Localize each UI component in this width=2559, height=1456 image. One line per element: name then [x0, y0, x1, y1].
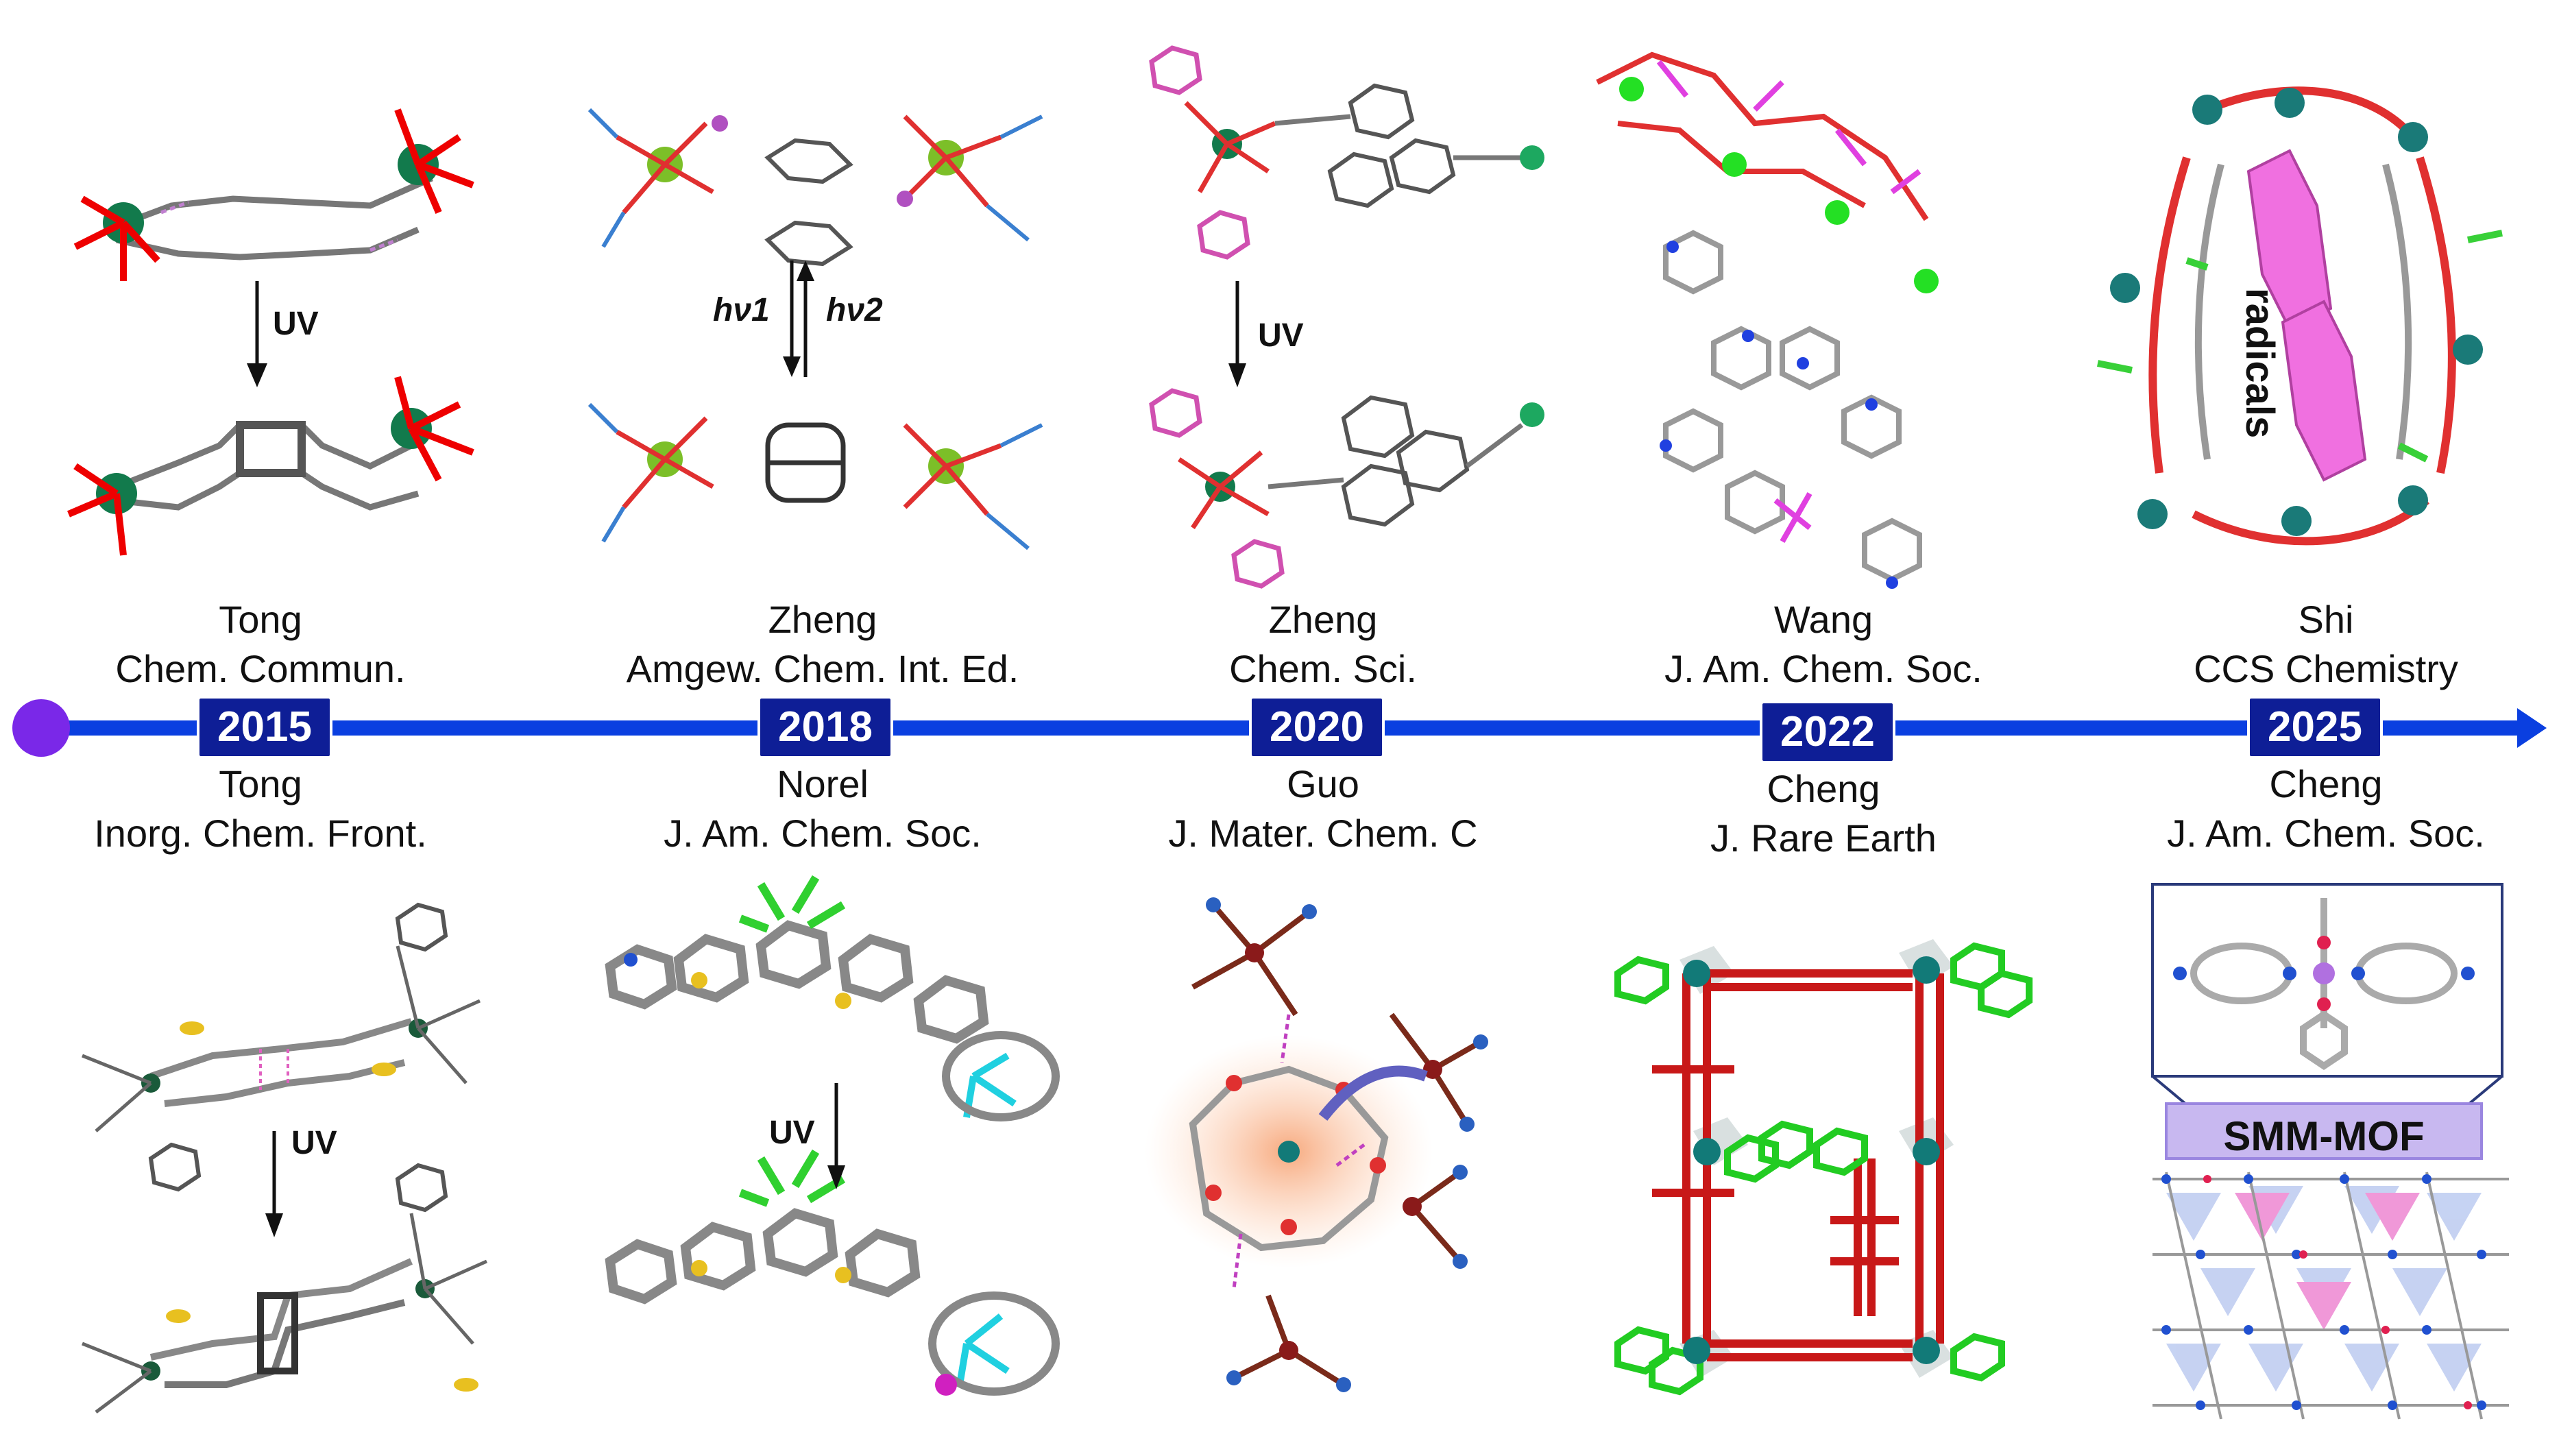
author-name: Tong [219, 598, 302, 641]
journal-name: Inorg. Chem. Front. [94, 812, 427, 855]
caption-top-2022: Wang J. Am. Chem. Soc. [1529, 595, 2118, 694]
uv-arrow-icon [783, 260, 814, 377]
caption-bottom-2025: Cheng J. Am. Chem. Soc. [2031, 760, 2559, 858]
journal-name: J. Am. Chem. Soc. [664, 812, 982, 855]
crystal-structure-zheng-2018-top [587, 108, 1043, 550]
year-badge-2022: 2022 [1760, 701, 1895, 764]
journal-name: CCS Chemistry [2194, 647, 2458, 690]
uv-arrow-icon [265, 1131, 283, 1237]
molecular-structure-icon [605, 875, 1060, 1121]
uv-label: UV [291, 1125, 337, 1161]
caption-top-2018: Zheng Amgew. Chem. Int. Ed. [528, 595, 1117, 694]
molecular-structure-icon [1149, 45, 1544, 260]
journal-name: Chem. Sci. [1229, 647, 1417, 690]
hv2-label: hν2 [826, 292, 883, 328]
year-badge-2015: 2015 [197, 696, 332, 759]
journal-name: Chem. Commun. [115, 647, 406, 690]
author-name: Tong [219, 762, 302, 805]
caption-bottom-2022: Cheng J. Rare Earth [1529, 764, 2118, 863]
timeline-arrow-icon [2517, 708, 2547, 748]
journal-name: J. Rare Earth [1710, 816, 1937, 860]
molecular-structure-icon [2173, 898, 2475, 1071]
crystal-structure-wang-2022-top [1596, 51, 1939, 589]
caption-bottom-2015: Tong Inorg. Chem. Front. [0, 760, 555, 858]
smm-mof-label: SMM-MOF [2223, 1113, 2425, 1159]
uv-arrow-icon [247, 281, 267, 387]
crystal-structure-tong-2015-top [67, 108, 474, 556]
year-badge-2025: 2025 [2247, 696, 2383, 759]
hv1-label: hν1 [713, 292, 770, 328]
molecular-structure-icon [1145, 897, 1488, 1392]
journal-name: J. Mater. Chem. C [1168, 812, 1478, 855]
uv-label: UV [769, 1115, 815, 1151]
journal-name: J. Am. Chem. Soc. [2167, 812, 2485, 855]
crystal-structure-zheng-2020-top [1149, 45, 1544, 589]
journal-name: J. Am. Chem. Soc. [1664, 647, 1982, 690]
author-name: Cheng [1767, 767, 1880, 810]
molecular-structure-icon [73, 108, 474, 281]
molecular-structure-icon [587, 108, 1043, 267]
caption-top-2020: Zheng Chem. Sci. [1028, 595, 1618, 694]
author-name: Cheng [2269, 762, 2383, 805]
author-name: Wang [1773, 598, 1873, 641]
molecular-structure-icon [1614, 939, 2033, 1396]
author-name: Zheng [768, 598, 877, 641]
author-name: Guo [1287, 762, 1359, 805]
uv-arrow-icon [827, 1083, 845, 1189]
author-name: Shi [2298, 598, 2354, 641]
uv-label: UV [1258, 317, 1304, 354]
crystal-structure-norel-2018-bottom [605, 875, 1060, 1396]
molecular-structure-icon [605, 1149, 1060, 1396]
crystal-structure-cheng-2025-bottom [2151, 883, 2509, 1420]
smm-mof-banner [2165, 1102, 2483, 1160]
caption-bottom-2020: Guo J. Mater. Chem. C [1028, 760, 1618, 858]
uv-label: UV [273, 306, 319, 342]
crystal-structure-shi-2025-top [2097, 86, 2503, 546]
molecular-structure-icon [82, 902, 481, 1192]
journal-name: Amgew. Chem. Int. Ed. [626, 647, 1019, 690]
radicals-label: radicals [2237, 288, 2282, 439]
year-badge-2018: 2018 [757, 696, 893, 759]
molecular-structure-icon [1149, 388, 1544, 589]
timeline-start-dot [12, 699, 70, 757]
uv-arrow-icon [1228, 281, 1246, 387]
crystal-structure-cheng-2022-bottom [1614, 939, 2033, 1396]
molecular-structure-icon [67, 376, 474, 556]
crystal-structure-guo-2020-bottom [1145, 897, 1488, 1392]
molecular-structure-icon [587, 402, 1043, 550]
year-badge-2020: 2020 [1249, 696, 1385, 759]
molecular-structure-icon [82, 1163, 488, 1413]
author-name: Zheng [1268, 598, 1378, 641]
molecular-structure-icon [2097, 86, 2503, 546]
author-name: Norel [777, 762, 869, 805]
crystal-structure-tong-2015-bottom [82, 902, 488, 1413]
caption-bottom-2018: Norel J. Am. Chem. Soc. [528, 760, 1117, 858]
molecular-structure-icon [2152, 1172, 2509, 1420]
caption-top-2015: Tong Chem. Commun. [0, 595, 555, 694]
caption-top-2025: Shi CCS Chemistry [2031, 595, 2559, 694]
molecular-structure-icon [1596, 51, 1939, 589]
